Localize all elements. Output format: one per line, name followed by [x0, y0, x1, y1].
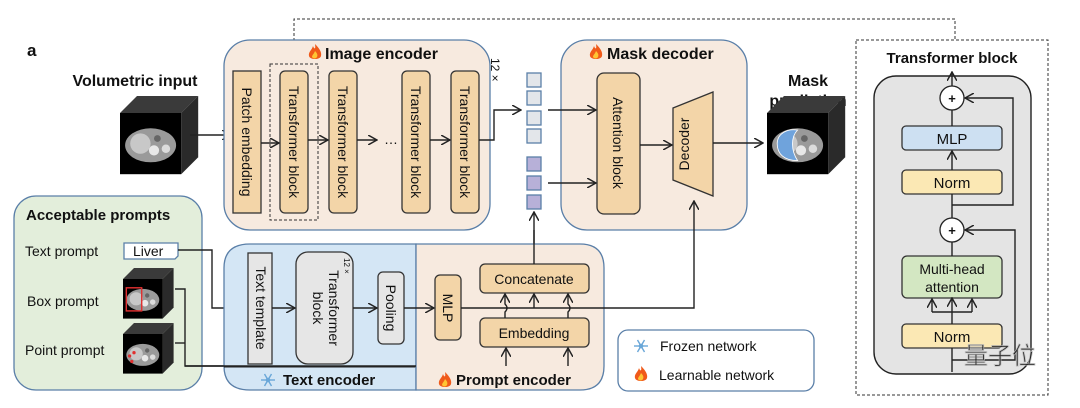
ellipsis: … — [384, 131, 398, 147]
image-encoder-title: Image encoder — [325, 46, 438, 63]
decoder-label: Decoder — [676, 117, 692, 170]
mask-decoder-panel — [560, 39, 748, 231]
text-transformer-repeat: 12 × — [342, 258, 351, 274]
transformer-block-2 — [328, 70, 358, 214]
text-prompt-value: Liver — [133, 243, 164, 259]
image-encoder-repeat: 12 × — [488, 58, 502, 82]
transformer-highlight-box — [269, 63, 319, 221]
embedding-block — [479, 317, 590, 348]
text-prompt-label: Text prompt — [25, 243, 98, 259]
decoder-block — [672, 91, 714, 197]
ct-volume-mask — [767, 96, 846, 175]
text-prompt-value-box — [123, 242, 179, 260]
pooling-label: Pooling — [383, 285, 399, 332]
ct-point-prompt — [123, 323, 174, 374]
ct-box-prompt — [123, 268, 174, 319]
transformer-block-4-label: Transformer block — [457, 86, 473, 199]
attention-block-label: Attention block — [610, 97, 626, 190]
box-prompt-label: Box prompt — [27, 293, 99, 309]
text-transformer-label-2: block — [310, 292, 326, 326]
concatenate-label: Concatenate — [494, 271, 574, 287]
figure-label: a — [27, 41, 37, 60]
detail-norm-bottom-label: Norm — [934, 329, 971, 346]
ct-volume-input — [120, 96, 199, 175]
detail-mha-label-2: attention — [925, 279, 979, 295]
patch-embedding-block — [232, 70, 262, 214]
embedding-label: Embedding — [499, 325, 570, 341]
transformer-block-2-label: Transformer block — [335, 86, 351, 199]
detail-connector — [293, 18, 956, 56]
image-tokens — [526, 72, 542, 144]
detail-norm-top-label: Norm — [934, 175, 971, 192]
transformer-block-1 — [279, 70, 309, 214]
mask-decoder-title: Mask decoder — [607, 46, 714, 63]
volumetric-input-title: Volumetric input — [72, 73, 198, 90]
legend-frozen: Frozen network — [660, 338, 757, 354]
point-prompt-label: Point prompt — [25, 342, 104, 358]
transformer-block-1-label: Transformer block — [286, 86, 302, 199]
text-encoder-title: Text encoder — [283, 372, 375, 389]
prompt-tokens — [526, 156, 542, 210]
transformer-detail-frame — [855, 39, 1049, 396]
attention-block — [596, 72, 641, 215]
transformer-block-4 — [450, 70, 480, 214]
acceptable-prompts-title: Acceptable prompts — [26, 207, 170, 224]
text-template-block — [247, 252, 273, 365]
prompt-encoder-title: Prompt encoder — [456, 372, 571, 389]
transformer-block-3 — [401, 70, 431, 214]
patch-embedding-label: Patch embedding — [239, 88, 255, 197]
prompt-mlp-label: MLP — [440, 294, 456, 323]
transformer-detail-title: Transformer block — [887, 50, 1019, 67]
text-transformer-label-1: Transformer — [326, 270, 342, 346]
legend — [617, 329, 815, 392]
transformer-block-3-label: Transformer block — [408, 86, 424, 199]
svg-text:+: + — [948, 91, 956, 106]
watermark: 量子位 — [964, 343, 1036, 370]
text-template-label: Text template — [253, 266, 269, 349]
detail-mha-label-1: Multi-head — [919, 261, 984, 277]
detail-mlp-label: MLP — [937, 131, 968, 148]
svg-text:+: + — [948, 223, 956, 238]
legend-learnable: Learnable network — [659, 367, 775, 383]
mask-prediction-title-1: Mask — [788, 73, 828, 90]
